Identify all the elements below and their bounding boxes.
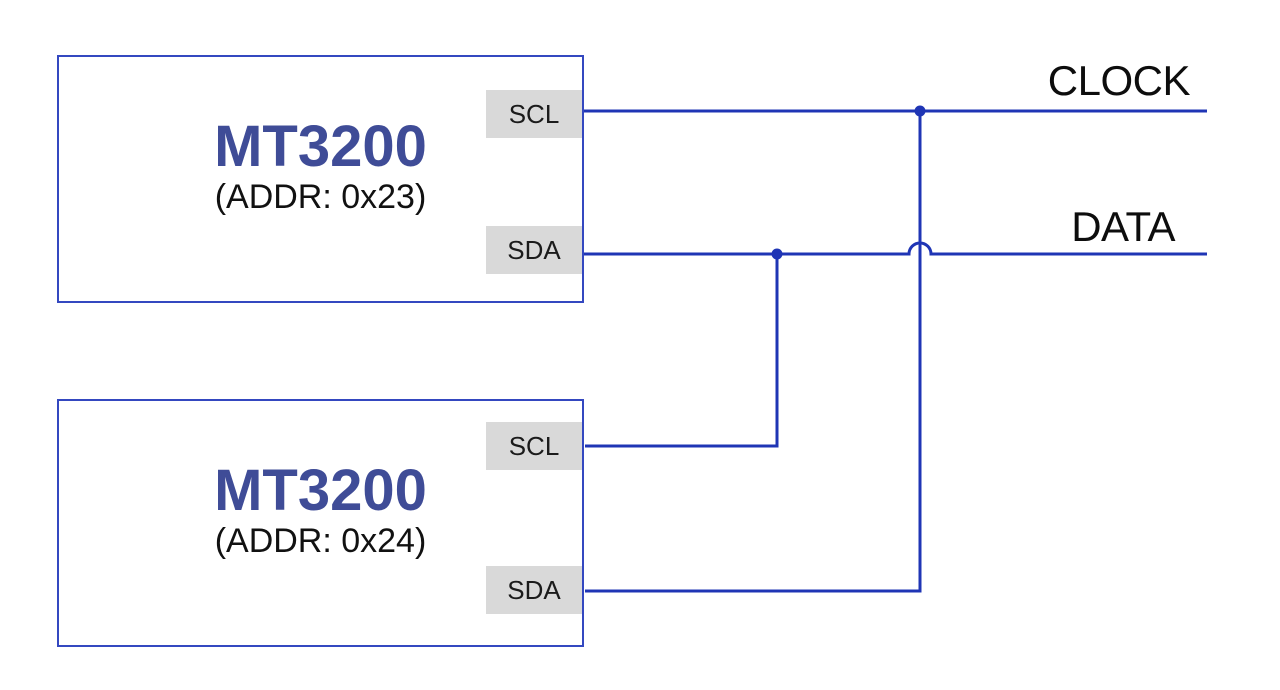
device2-scl-branch-wire xyxy=(585,254,779,448)
device-title: MT3200 xyxy=(214,114,427,179)
clock-net-label: CLOCK xyxy=(1047,57,1191,104)
device2-sda-pin-label: SDA xyxy=(486,566,582,614)
device1-sda-pin-label: SDA xyxy=(486,226,582,274)
device-title: MT3200 xyxy=(214,458,427,523)
device-address: (ADDR: 0x23) xyxy=(214,177,427,216)
device1-scl-pin-label: SCL xyxy=(486,90,582,138)
data-junction-dot xyxy=(771,248,783,260)
device-address: (ADDR: 0x24) xyxy=(214,521,427,560)
clock-junction-dot xyxy=(914,105,926,117)
device2-scl-pin-label: SCL xyxy=(486,422,582,470)
device2-sda-branch-wire xyxy=(585,111,922,593)
data-net-label: DATA xyxy=(1071,203,1175,250)
